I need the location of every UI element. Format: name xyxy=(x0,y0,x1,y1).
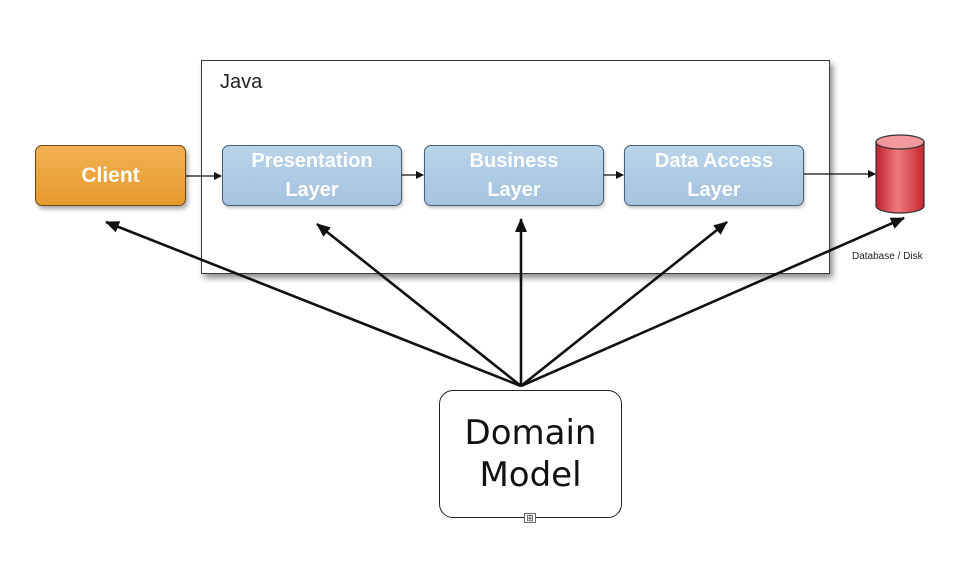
presentation-layer-node: Presentation Layer xyxy=(222,145,402,206)
connection-handle-icon[interactable]: ⊞ xyxy=(524,513,536,524)
data-access-layer-node: Data Access Layer xyxy=(624,145,804,206)
java-container-label: Java xyxy=(220,71,263,93)
client-node: Client xyxy=(35,145,186,206)
business-layer-node: Business Layer xyxy=(424,145,604,206)
database-icon xyxy=(875,134,925,214)
database-label: Database / Disk xyxy=(852,251,923,262)
domain-model-node: Domain Model xyxy=(439,390,622,518)
